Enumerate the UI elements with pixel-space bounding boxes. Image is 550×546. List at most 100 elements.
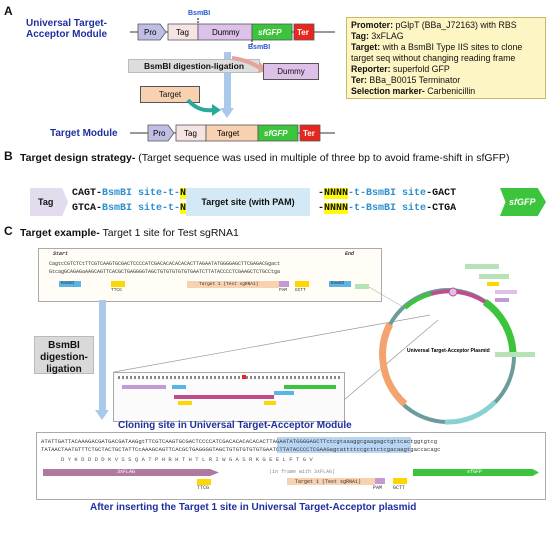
tag-block-label: Tag: [38, 197, 54, 207]
inset-feature-yellow2: [264, 401, 276, 405]
final-pam-label: PAM: [373, 485, 383, 491]
info-reporter: Reporter: superfold GFP: [351, 64, 450, 74]
tm-part-sfgfp: sfGFP: [264, 129, 288, 138]
info-tag: Tag: 3xFLAG: [351, 31, 404, 41]
inset-feature-green: [284, 385, 336, 389]
plasmid-title: Universal Target-Acceptor Plasmid: [407, 348, 490, 354]
cloning-site-inset: [113, 372, 345, 422]
digestion-ligation-label-c: BsmBI digestion-ligation: [34, 336, 94, 375]
panel-label-b: B: [4, 149, 13, 163]
final-3xflag-label: 3xFLAG: [117, 469, 136, 475]
final-seq-bottom: TATAACTAATGTTTCTGCTACTGCTATTCcAAAGCAGTTC…: [41, 446, 441, 453]
target-fragment-label: Target: [158, 90, 182, 99]
inset-red-mark: [242, 375, 246, 379]
dummy-fragment-label: Dummy: [277, 67, 305, 76]
example-seq-bottom: GtcagGCAGAGaAAGCAGTTCACGCTGAGGGGTAGCTGTG…: [49, 269, 281, 275]
final-seq-top: ATATTGATTACAAAGACGATGACGATAAGgtTTCGTCAAG…: [41, 438, 438, 445]
example-seq-top: CagtcCGTCTCtTTCGTCAAGTGCGACTCCCCATCGACAC…: [49, 261, 281, 267]
plasmid-map: Universal Target-Acceptor Plasmid: [355, 264, 535, 425]
module-title: Universal Target- Acceptor Module: [26, 18, 107, 40]
final-feature-ttcg: [197, 479, 211, 485]
final-feature-green: [413, 469, 539, 476]
feature-target1-label: Target 1 (Test sgRNA1): [199, 282, 259, 287]
panel-label-a: A: [4, 4, 13, 18]
inset-seq-line: [118, 376, 340, 379]
info-promoter: Promoter: pGlpT (BBa_J72163) with RBS: [351, 20, 517, 30]
info-box: Promoter: pGlpT (BBa_J72163) with RBS Ta…: [346, 17, 546, 99]
final-feature-gctt: [393, 478, 407, 484]
tag-block: Tag: [30, 188, 68, 216]
tm-part-target: Target: [217, 129, 240, 138]
final-target1-label: Target 1 (Test sgRNA1): [295, 479, 362, 485]
feature-ttcg: [111, 281, 125, 287]
module-title-line2: Acceptor Module: [26, 29, 108, 40]
cloning-caption: Cloning site in Universal Target-Accepto…: [118, 420, 352, 431]
example-heading: Target example- Target 1 site for Test s…: [20, 227, 239, 239]
feature-target1: [187, 281, 279, 288]
part-sfgfp: sfGFP: [258, 28, 282, 37]
final-highlight: [277, 437, 411, 453]
tm-part-tag: Tag: [184, 129, 197, 138]
info-target: Target: with a BsmBI Type IIS sites to c…: [351, 42, 523, 63]
tm-part-ter: Ter: [303, 129, 315, 138]
target-site-label: Target site (with PAM): [201, 197, 295, 207]
feature-bsmbi-left-label: BsmBI: [61, 281, 75, 286]
target-module-title: Target Module: [50, 128, 118, 139]
feature-gctt-label: GCTT: [295, 288, 306, 293]
inset-feature-yellow: [178, 401, 192, 405]
vertical-flow-arrow: [224, 52, 231, 110]
feature-pam: [279, 281, 289, 287]
feature-gctt: [295, 281, 309, 287]
zoom-lines: [113, 314, 439, 401]
part-ter: Ter: [297, 28, 309, 37]
inset-feature-blue2: [274, 391, 294, 395]
example-sequence-box: Start End CagtcCGTCTCtTTCGTCAAGTGCGACTCC…: [38, 248, 382, 302]
bsmbi-bottom-label: BsmBI: [248, 44, 271, 51]
bsmbi-top-label: BsmBI: [188, 10, 211, 17]
final-ttcg-label: TTCG: [197, 485, 210, 491]
panel-label-c: C: [4, 224, 13, 238]
tm-part-pro: Pro: [153, 129, 166, 138]
universal-module-construct: Pro Tag Dummy sfGFP Ter: [130, 18, 335, 46]
panel-c-flow-arrow: [99, 300, 106, 412]
example-end: End: [345, 251, 355, 257]
target-module-construct: Pro Tag Target sfGFP Ter: [130, 124, 335, 142]
final-sequence-box: ATATTGATTACAAAGACGATGACGATAAGgtTTCGTCAAG…: [36, 432, 546, 500]
target-insert-arrow: [186, 98, 221, 116]
sfgfp-block: sfGFP: [500, 188, 546, 216]
final-gctt-label: GCTT: [393, 485, 406, 491]
feature-bsmbi-right-label: BsmBI: [331, 281, 345, 286]
info-ter: Ter: BBa_B0015 Terminator: [351, 75, 461, 85]
target-site-block: Target site (with PAM): [186, 188, 310, 216]
design-heading: Target design strategy- (Target sequence…: [20, 152, 510, 164]
part-dummy: Dummy: [212, 28, 240, 37]
inset-feature-flag: [122, 385, 166, 389]
vertical-flow-arrowhead: [220, 108, 234, 118]
inset-feature-bsmbi: [172, 385, 186, 389]
final-sfgfp-label: sfGFP: [467, 469, 483, 475]
feature-bsmbi-right: [329, 281, 351, 287]
right-seq-bottom: -NNNN-t-BsmBI site-CTGA: [318, 203, 457, 214]
sfgfp-block-label: sfGFP: [509, 197, 536, 207]
part-tag: Tag: [176, 28, 189, 37]
right-seq-top: -NNNN-t-BsmBI site-GACT: [318, 188, 457, 199]
feature-ttcg-label: TTCG: [111, 288, 122, 293]
dummy-fragment: Dummy: [263, 63, 319, 80]
final-feature-target1: [287, 478, 375, 485]
module-title-line1: Universal Target-: [26, 18, 107, 29]
final-feature-3xflag: [43, 469, 219, 476]
final-feature-pam: [375, 478, 385, 484]
left-seq-bottom: GTCA-BsmBI site-t-NNNN: [72, 203, 205, 214]
inset-feature-dummy: [174, 395, 274, 399]
panel-c-flow-arrowhead: [95, 410, 109, 420]
final-caption: After inserting the Target 1 site in Uni…: [90, 502, 417, 513]
info-selection: Selection marker- Carbenicillin: [351, 86, 476, 96]
example-start: Start: [53, 251, 69, 257]
part-pro: Pro: [144, 28, 157, 37]
final-inframe-label: (in frame with 3xFLAG): [269, 469, 336, 475]
left-seq-top: CAGT-BsmBI site-t-NNNN: [72, 188, 205, 199]
target-fragment: Target: [140, 86, 200, 103]
feature-bsmbi-left: [59, 281, 81, 287]
feature-pam-label: PAM: [279, 288, 288, 293]
final-aa: D Y K D D D D K V S S Q A T P H R H T H …: [61, 456, 313, 463]
